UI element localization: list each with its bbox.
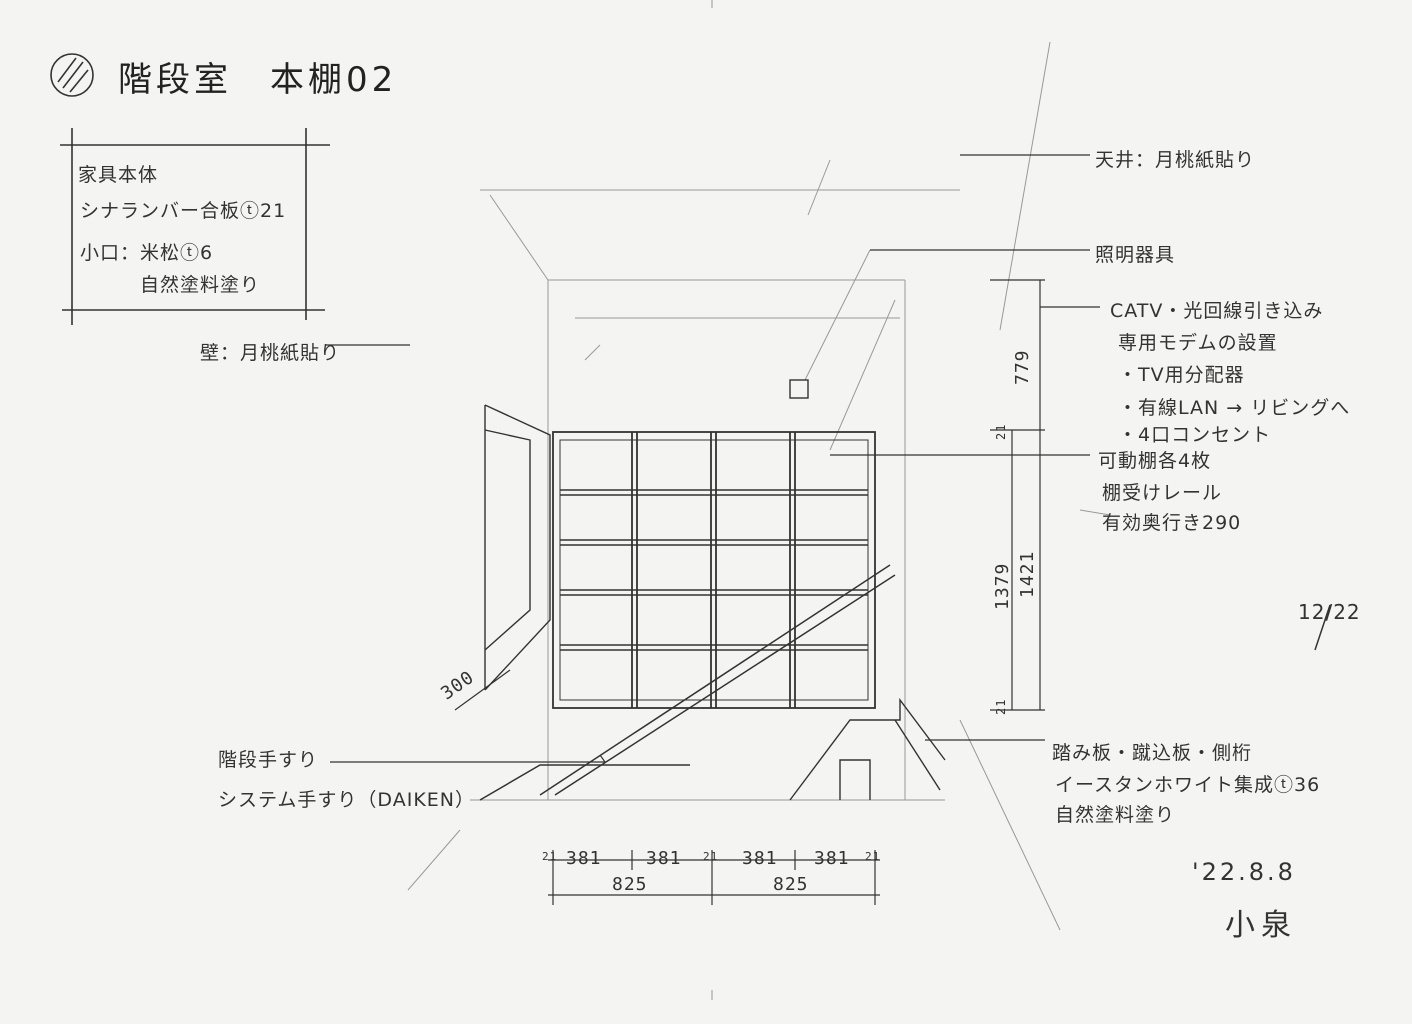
spec-line: 家具本体 [78,164,159,186]
note-line: 棚受けレール [1102,482,1223,504]
dim-width: 381 [814,848,850,869]
dim-end: 21 [994,423,1008,440]
spec-box-frame [60,128,330,325]
note-line: 有効奥行き290 [1102,512,1242,534]
dim-shelf-inner: 1379 [992,562,1013,610]
dim-half: 825 [773,874,809,895]
page-title: 階段室 本棚02 [118,60,398,100]
date: '22.8.8 [1192,858,1296,886]
dim-width: 381 [566,848,602,869]
ceiling-label: 天井：月桃紙貼り [1095,149,1256,171]
note-line: 自然塗料塗り [1055,804,1176,826]
spec-line: シナランバー合板ⓣ21 [80,200,287,222]
spec-line: 自然塗料塗り [140,274,261,296]
note-line: 専用モデムの設置 [1118,332,1278,354]
dim-upper: 779 [1012,349,1033,385]
hatched-circle-icon [50,53,94,97]
spec-line: 小口：米松ⓣ6 [80,242,214,264]
dim-half: 825 [612,874,648,895]
light-fixture [789,379,809,399]
note-line: システム手すり（DAIKEN） [218,789,476,811]
dim-end: 21 [994,698,1008,715]
bookshelf [552,431,876,709]
note-line: 可動棚各4枚 [1098,450,1212,472]
dim-end: 21 [865,850,881,863]
dim-end: 21 [542,850,558,863]
note-line: ・有線LAN → リビングへ [1118,397,1351,419]
note-line: ・TV用分配器 [1118,364,1245,386]
wall-label: 壁：月桃紙貼り [200,342,341,364]
author: 小泉 [1225,908,1297,943]
lighting-label: 照明器具 [1095,244,1176,266]
note-line: ・4口コンセント [1118,424,1272,446]
dim-shelf-outer: 1421 [1017,550,1038,598]
dim-width: 381 [646,848,682,869]
page-number: 12/22 [1298,600,1361,624]
dim-end: 21 [703,850,719,863]
dim-width: 381 [742,848,778,869]
note-line: イースタンホワイト集成ⓣ36 [1055,774,1321,796]
note-line: CATV・光回線引き込み [1110,300,1324,322]
note-line: 踏み板・蹴込板・側桁 [1052,742,1253,764]
note-line: 階段手すり [218,749,319,771]
